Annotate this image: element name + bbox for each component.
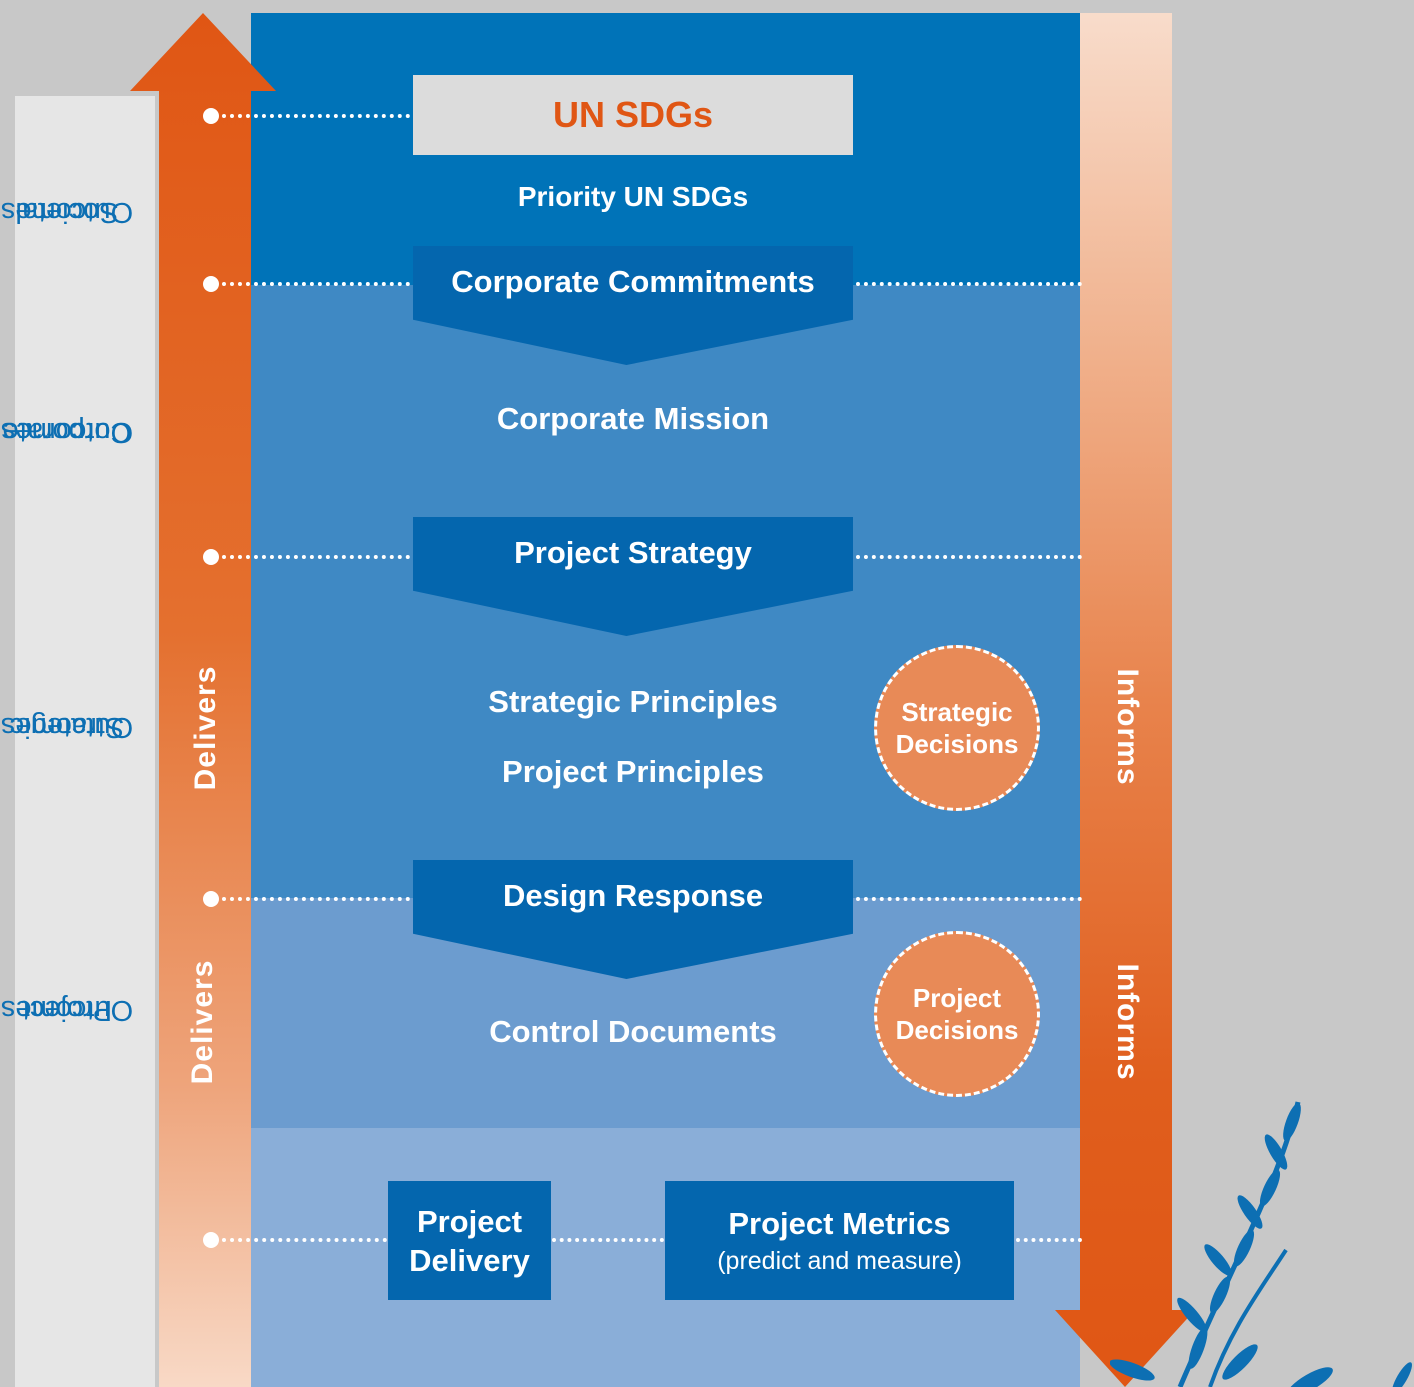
dotted-connector xyxy=(222,1238,387,1242)
dotted-connector xyxy=(856,897,1082,901)
design-response-label: Design Response xyxy=(502,878,764,913)
plant-sprig-icon xyxy=(1110,1101,1412,1387)
project-metrics-title: Project Metrics xyxy=(728,1205,951,1241)
dotted-connector xyxy=(222,114,410,118)
strategic-principles-label: Strategic Principles xyxy=(488,684,778,719)
project-delivery-box: Project Delivery xyxy=(388,1181,551,1300)
dotted-connector xyxy=(222,282,410,286)
dotted-connector xyxy=(552,1238,664,1242)
project-metrics-box: Project Metrics (predict and measure) xyxy=(665,1181,1014,1300)
dotted-connector xyxy=(222,897,410,901)
level-marker-dot xyxy=(203,1232,219,1248)
informs-down-arrow xyxy=(1055,13,1195,1387)
dotted-connector xyxy=(856,555,1082,559)
project-delivery-line2: Delivery xyxy=(409,1242,530,1278)
corporate-commitments-label: Corporate Commitments xyxy=(451,264,815,299)
delivers-up-arrow xyxy=(130,13,276,1387)
strategic-decisions-line1: Strategic xyxy=(901,697,1013,727)
un-sdgs-box: UN SDGs xyxy=(413,75,853,155)
level-marker-dot xyxy=(203,549,219,565)
priority-sdgs-label: Priority UN SDGs xyxy=(517,181,749,212)
control-documents-label: Control Documents xyxy=(489,1014,777,1049)
dotted-connector xyxy=(222,555,410,559)
un-sdgs-title: UN SDGs xyxy=(552,94,714,135)
level-marker-dot xyxy=(203,891,219,907)
strategic-decisions-line2: Decisions xyxy=(895,729,1019,759)
dotted-connector xyxy=(1016,1238,1082,1242)
level-marker-dot xyxy=(203,276,219,292)
outcomes-panel xyxy=(15,96,155,1387)
level-marker-dot xyxy=(203,108,219,124)
project-metrics-subtitle: (predict and measure) xyxy=(717,1246,962,1275)
project-delivery-line1: Project xyxy=(416,1203,523,1239)
dotted-connector xyxy=(856,282,1082,286)
project-principles-label: Project Principles xyxy=(502,754,764,789)
project-decisions-line2: Decisions xyxy=(895,1015,1019,1045)
project-strategy-label: Project Strategy xyxy=(514,535,752,570)
project-decisions-line1: Project xyxy=(912,983,1002,1013)
corporate-mission-label: Corporate Mission xyxy=(496,401,770,436)
